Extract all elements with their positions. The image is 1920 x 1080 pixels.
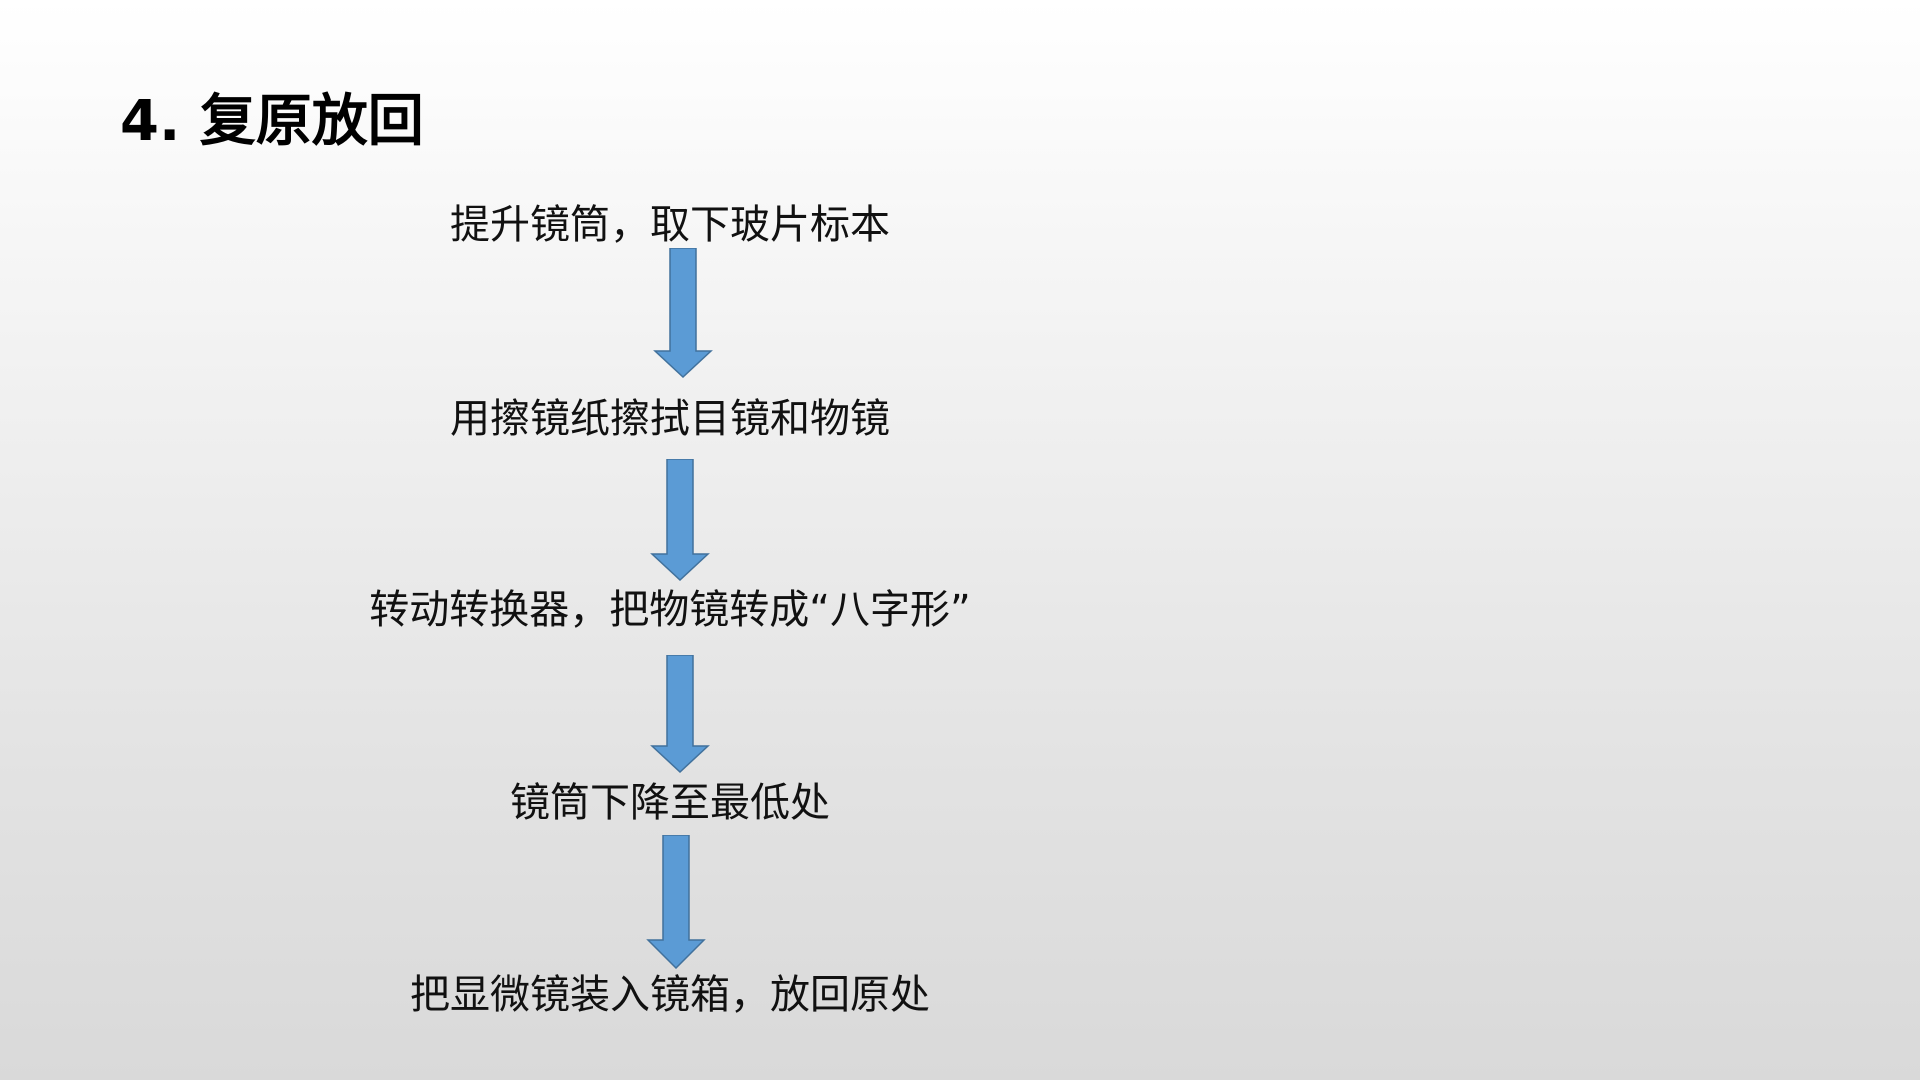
down-arrow-4-icon — [646, 835, 706, 969]
step-5-text: 把显微镜装入镜箱，放回原处 — [410, 972, 930, 1018]
down-arrow-2-icon — [650, 459, 710, 581]
step-3-text: 转动转换器，把物镜转成“八字形” — [369, 587, 971, 633]
down-arrow-3-icon — [650, 655, 710, 773]
step-4-text: 镜筒下降至最低处 — [510, 780, 830, 826]
step-2-text: 用擦镜纸擦拭目镜和物镜 — [450, 396, 890, 442]
slide-title: 4. 复原放回 — [120, 89, 424, 154]
down-arrow-1-icon — [653, 248, 713, 378]
step-1-text: 提升镜筒，取下玻片标本 — [450, 202, 890, 248]
